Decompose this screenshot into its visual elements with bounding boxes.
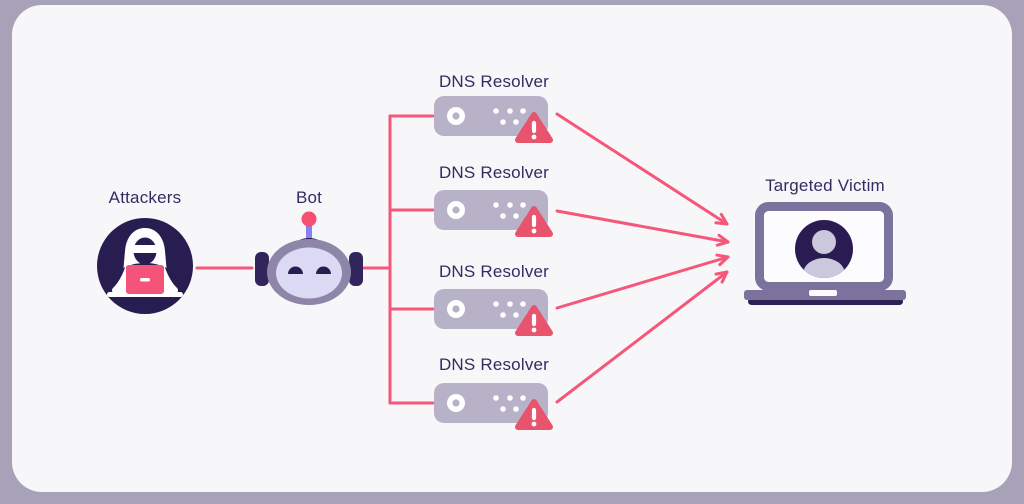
victim-label: Targeted Victim: [765, 176, 885, 195]
resolver-label: DNS Resolver: [438, 163, 550, 182]
attackers-label: Attackers: [108, 188, 182, 207]
robot-icon: [255, 211, 363, 305]
server-icon: [434, 190, 553, 237]
warning-triangle-icon: [515, 305, 553, 336]
server-icon: [434, 289, 553, 336]
laptop-user-icon: [744, 202, 906, 305]
attack-arrow-4: [555, 270, 729, 404]
warning-triangle-icon: [515, 206, 553, 237]
hacker-icon: [97, 218, 193, 314]
attack-arrow-3: [555, 253, 730, 310]
attack-arrow-2: [555, 209, 730, 247]
bot-node: [255, 208, 363, 312]
resolver-node: [431, 287, 555, 345]
attacker-node: [97, 218, 193, 314]
resolver-node: [431, 381, 555, 439]
bot-label: Bot: [295, 188, 323, 207]
resolver-label: DNS Resolver: [438, 262, 550, 281]
resolver-label: DNS Resolver: [438, 72, 550, 91]
server-icon: [434, 96, 553, 143]
resolver-node: [431, 188, 555, 246]
warning-triangle-icon: [515, 112, 553, 143]
attack-arrow-1: [555, 112, 729, 226]
warning-triangle-icon: [515, 399, 553, 430]
resolver-label: DNS Resolver: [438, 355, 550, 374]
server-icon: [434, 383, 553, 430]
resolver-node: [431, 94, 555, 152]
victim-node: [743, 197, 907, 309]
